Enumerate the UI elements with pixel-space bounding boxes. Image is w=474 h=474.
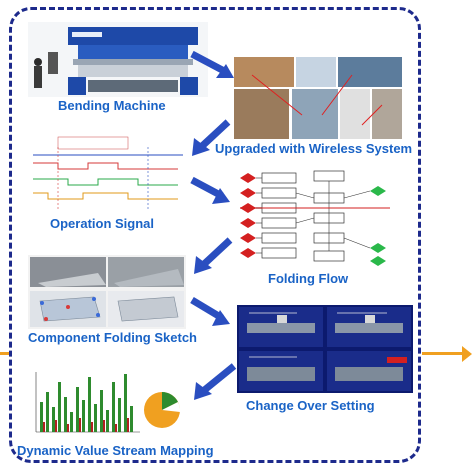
flow-arrow-3 <box>190 176 230 204</box>
step-label-change-over: Change Over Setting <box>246 398 375 413</box>
step-label-dvsm: Dynamic Value Stream Mapping <box>17 443 214 458</box>
wireless-system-image <box>232 55 404 141</box>
flow-arrow-6 <box>194 363 237 400</box>
flow-arrow-2 <box>192 119 231 156</box>
flow-arrow-1 <box>190 50 234 78</box>
step-label-operation-signal: Operation Signal <box>50 216 155 231</box>
step-label-wireless: Upgraded with Wireless System <box>215 141 413 156</box>
change-over-setting-image <box>237 305 413 393</box>
folding-flow-diagram <box>230 163 406 271</box>
dvsm-chart <box>28 362 186 438</box>
flow-arrow-5 <box>190 296 230 326</box>
component-folding-sketch <box>28 255 186 329</box>
flow-arrow-4 <box>194 237 233 274</box>
input-arrow-line <box>0 352 10 355</box>
bending-machine-image <box>28 22 208 97</box>
step-label-bending-machine: Bending Machine <box>58 98 166 113</box>
output-arrow-line <box>422 352 466 355</box>
operation-signal-chart <box>28 133 186 213</box>
process-frame <box>9 7 421 463</box>
step-label-folding-flow: Folding Flow <box>268 271 349 286</box>
step-label-component-sketch: Component Folding Sketch <box>28 330 197 345</box>
output-arrow-head <box>462 346 472 362</box>
